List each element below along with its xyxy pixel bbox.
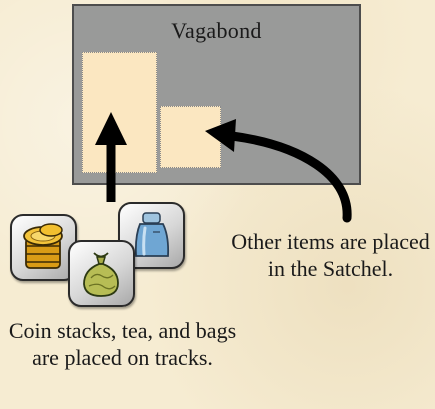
tracks-caption: Coin stacks, tea, and bags are placed on… (8, 318, 237, 370)
satchel-caption: Other items are placed in the Satchel. (231, 229, 430, 281)
board-title: Vagabond (171, 18, 262, 43)
coin-stack-token (10, 214, 77, 281)
track-slot (82, 52, 157, 173)
satchel-slot (160, 106, 221, 168)
tea-icon (83, 252, 119, 297)
coin-stack-icon (23, 223, 63, 269)
bag-token (118, 202, 185, 269)
bag-icon (134, 212, 170, 257)
tea-token (68, 240, 135, 307)
vagabond-board: Vagabond (72, 4, 361, 185)
